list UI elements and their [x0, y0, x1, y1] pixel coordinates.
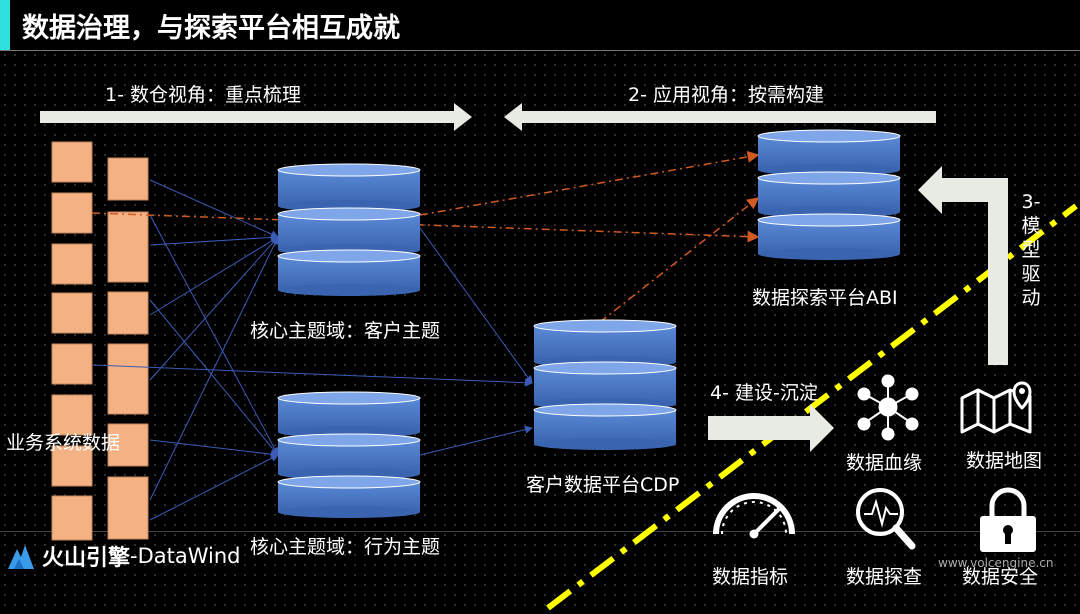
- model-driven-char: 3-: [1021, 191, 1041, 213]
- model-driven-char: 驱: [1021, 263, 1041, 285]
- abi-db: [757, 129, 901, 260]
- source-blocks-col1: [51, 141, 93, 541]
- page-title: 数据治理，与探索平台相互成就: [22, 13, 400, 44]
- volcano-logo-icon: [8, 545, 34, 569]
- abi-links: [91, 150, 760, 323]
- customer-domain-db: [277, 163, 421, 296]
- source-systems-label: 业务系统数据: [6, 432, 121, 454]
- model-driven-char: 动: [1021, 287, 1041, 309]
- network-icon: [857, 374, 919, 441]
- model-driven-char: 型: [1021, 239, 1041, 261]
- connection-lines: [92, 179, 533, 521]
- cdp-label: 客户数据平台CDP: [526, 474, 680, 496]
- arrow-application-view: [504, 103, 936, 131]
- security-label: 数据安全: [962, 566, 1039, 588]
- footer-divider: [0, 531, 1080, 532]
- title-accent: [0, 0, 10, 50]
- arrow-warehouse-view: [40, 103, 472, 131]
- title-bar: 数据治理，与探索平台相互成就: [0, 0, 1080, 50]
- arrow-model-driven: [918, 166, 1008, 365]
- source-blocks-col2: [107, 157, 149, 540]
- customer-domain-label: 核心主题域：客户主题: [250, 320, 441, 342]
- brand-name-en: -DataWind: [130, 544, 241, 568]
- behavior-domain-label: 核心主题域：行为主题: [250, 536, 441, 558]
- model-driven-label: 3- 模 型 驱 动: [1016, 190, 1046, 310]
- map-label: 数据地图: [966, 450, 1043, 472]
- brand-logo: 火山引擎 -DataWind: [6, 540, 241, 572]
- metrics-label: 数据指标: [712, 566, 789, 588]
- cdp-db: [533, 319, 677, 450]
- gauge-icon: [713, 493, 795, 539]
- explore-label: 数据探查: [846, 566, 923, 588]
- application-view-label: 2- 应用视角：按需构建: [628, 84, 824, 106]
- warehouse-view-label: 1- 数仓视角：重点梳理: [105, 84, 301, 106]
- lock-icon: [980, 487, 1036, 552]
- lineage-label: 数据血缘: [846, 452, 923, 474]
- magnifier-icon: [856, 488, 916, 550]
- title-divider: [0, 50, 1080, 51]
- model-driven-char: 模: [1021, 215, 1041, 237]
- map-icon: [960, 381, 1032, 434]
- arrow-build: [708, 404, 834, 452]
- build-label: 4- 建设-沉淀: [710, 382, 818, 404]
- brand-name-cn: 火山引擎: [42, 546, 131, 571]
- behavior-domain-db: [277, 391, 421, 518]
- abi-label: 数据探索平台ABI: [752, 287, 898, 309]
- watermark: www.volcengine.cn: [938, 556, 1054, 570]
